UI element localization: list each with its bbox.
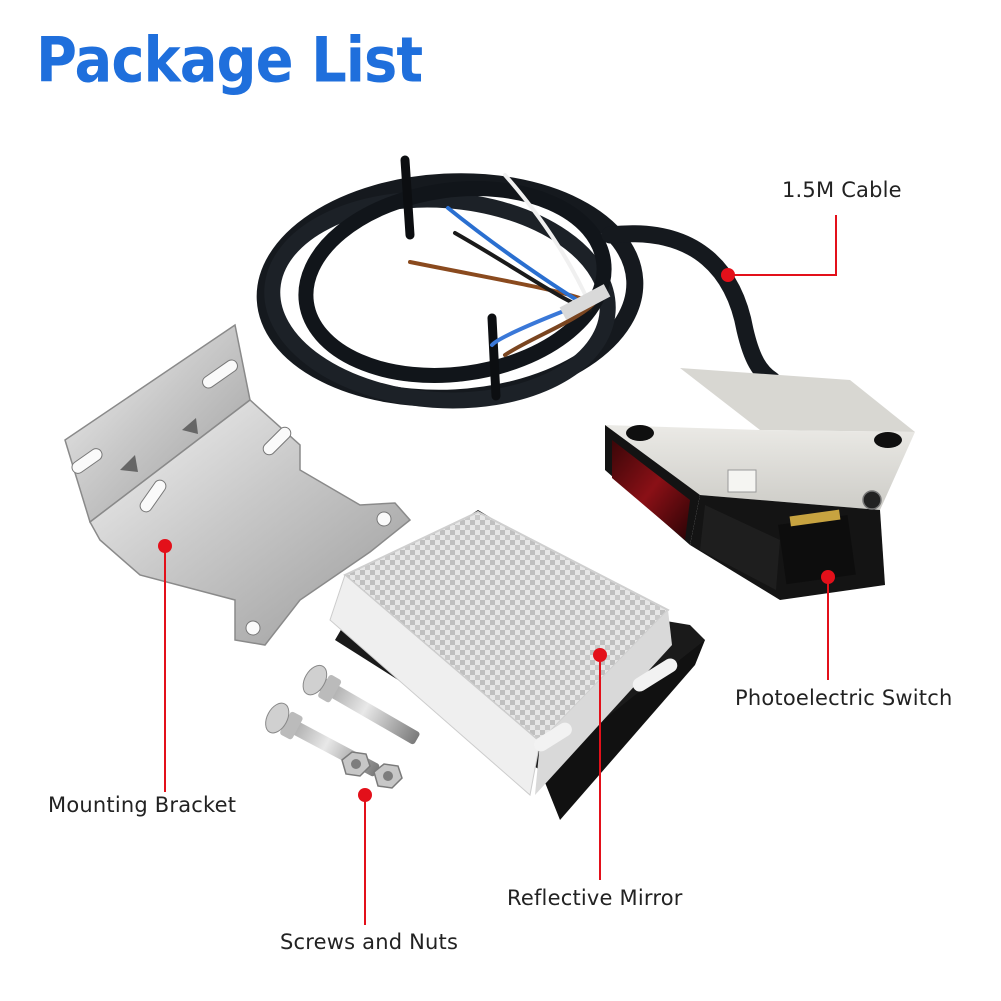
reflective-mirror bbox=[329, 510, 705, 820]
cable-label: 1.5M Cable bbox=[782, 178, 902, 202]
page-title: Package List bbox=[36, 24, 423, 98]
bracket-label: Mounting Bracket bbox=[48, 793, 237, 817]
switch-label: Photoelectric Switch bbox=[735, 686, 953, 710]
photoelectric-switch bbox=[605, 368, 915, 600]
screws-and-nuts bbox=[265, 664, 420, 789]
cable-coil bbox=[256, 155, 781, 409]
mirror-label: Reflective Mirror bbox=[507, 886, 683, 910]
mounting-bracket bbox=[64, 323, 412, 646]
screws-label: Screws and Nuts bbox=[280, 930, 459, 954]
